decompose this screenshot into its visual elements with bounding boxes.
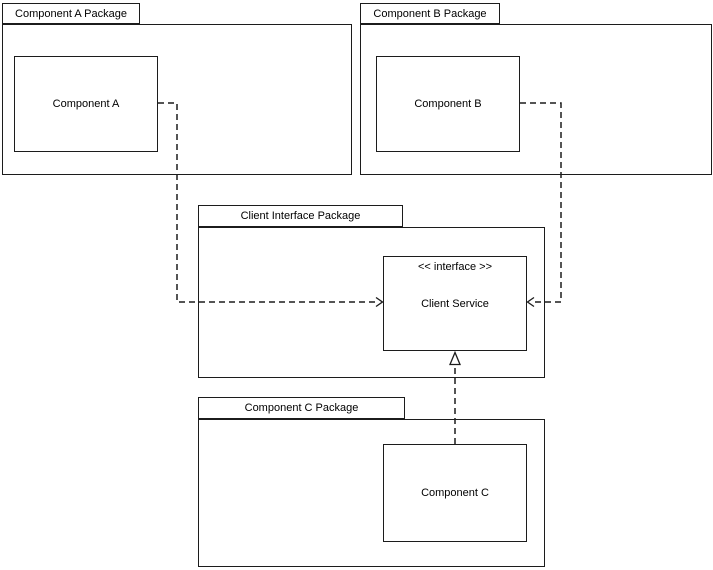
package-client-interface-tab: Client Interface Package — [198, 205, 403, 227]
package-b-tab: Component B Package — [360, 3, 500, 24]
package-a-tab: Component A Package — [2, 3, 140, 24]
package-client-interface-label: Client Interface Package — [240, 210, 361, 222]
client-service-interface-box: << interface >> Client Service — [383, 256, 527, 351]
package-c-tab: Component C Package — [198, 397, 405, 419]
interface-name: Client Service — [421, 297, 489, 310]
interface-stereotype: << interface >> — [418, 261, 492, 273]
package-a-label: Component A Package — [15, 7, 127, 20]
component-a-label: Component A — [52, 98, 120, 110]
component-b-box: Component B — [376, 56, 520, 152]
component-b-label: Component B — [414, 98, 482, 110]
package-b-label: Component B Package — [373, 7, 487, 20]
package-c-label: Component C Package — [244, 402, 359, 414]
component-a-box: Component A — [14, 56, 158, 152]
component-c-label: Component C — [421, 487, 489, 499]
component-c-box: Component C — [383, 444, 527, 542]
